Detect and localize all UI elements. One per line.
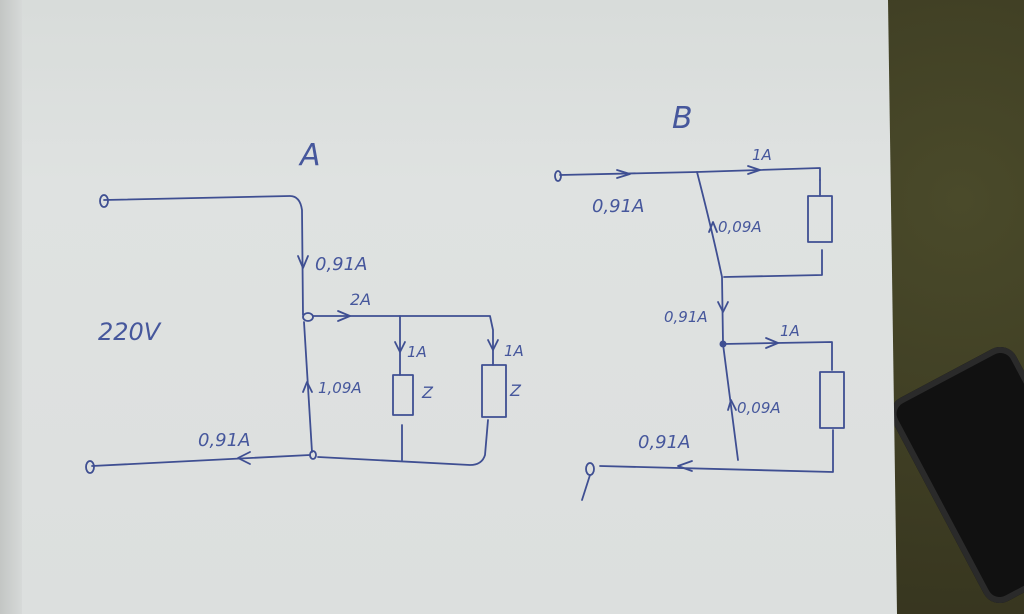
wire-a-load2-bottom: [317, 419, 489, 466]
wire-b-bottom-branch: [722, 341, 833, 371]
load-a2: [481, 364, 507, 418]
arrow-a-down: [297, 255, 309, 269]
paper-edge: [0, 0, 22, 614]
arrow-a-up: [302, 381, 313, 393]
b-middle-current: 0,91A: [664, 308, 708, 326]
a-load2-current: 1A: [504, 342, 524, 360]
b-output-current: 0,91A: [638, 432, 690, 453]
arrow-a-load1: [394, 341, 406, 353]
diagram-b: B 0,91A 1A 0,09A 0,91A 1A 0,09A 0,91A: [554, 101, 845, 501]
diagram-a: A 220V 0,91A 2A 1A Z 1A Z 1,09A 0,91A: [85, 138, 524, 474]
a-branch-current: 2A: [350, 290, 371, 309]
arrow-b-bottom-return: [727, 399, 737, 411]
paper-sheet: [0, 0, 897, 614]
wire-b-top: [559, 167, 821, 181]
b-top-load-current: 1A: [752, 146, 772, 164]
a-output-current: 0,91A: [198, 430, 250, 451]
wire-b-vertical-top: [696, 171, 724, 343]
terminal-b-out: [585, 462, 595, 476]
a-load1-current: 1A: [407, 343, 427, 361]
source-voltage-label: 220V: [98, 318, 162, 346]
arrow-a-load2: [487, 339, 499, 351]
a-input-current: 0,91A: [315, 254, 367, 275]
b-top-return-current: 0,09A: [718, 218, 762, 236]
arrow-b-top-load: [747, 165, 761, 175]
terminal-a-in: [99, 194, 109, 208]
diagram-a-title: A: [298, 138, 321, 173]
b-input-current: 0,91A: [592, 196, 644, 217]
terminal-a-out: [85, 460, 95, 474]
a-load2-name: Z: [509, 381, 522, 400]
diagram-b-title: B: [672, 101, 693, 136]
load-b-bottom: [819, 371, 845, 429]
terminal-b-tail: [581, 474, 591, 501]
a-return-current: 1,09A: [318, 379, 362, 397]
arrow-b-out: [677, 460, 693, 472]
wire-b-bottom-load: [599, 429, 834, 473]
arrow-b-top-return: [708, 221, 718, 233]
wire-a-top: [103, 195, 304, 316]
wire-a-branch: [312, 315, 494, 366]
arrow-b-in: [616, 169, 631, 179]
wire-a-return: [303, 321, 313, 453]
arrow-a-left: [237, 451, 251, 465]
arrow-b-bottom-load: [765, 337, 779, 349]
arrow-b-middle: [717, 301, 729, 313]
load-a1: [392, 374, 414, 416]
a-load1-name: Z: [421, 383, 434, 402]
node-a-top: [302, 312, 314, 322]
b-bottom-load-current: 1A: [780, 322, 800, 340]
terminal-b-in: [554, 170, 562, 182]
arrow-a-right: [337, 310, 351, 322]
load-b-top: [807, 195, 833, 243]
wire-b-top-load: [723, 179, 823, 278]
b-bottom-return-current: 0,09A: [737, 399, 781, 417]
wire-a-bottom: [91, 454, 311, 467]
